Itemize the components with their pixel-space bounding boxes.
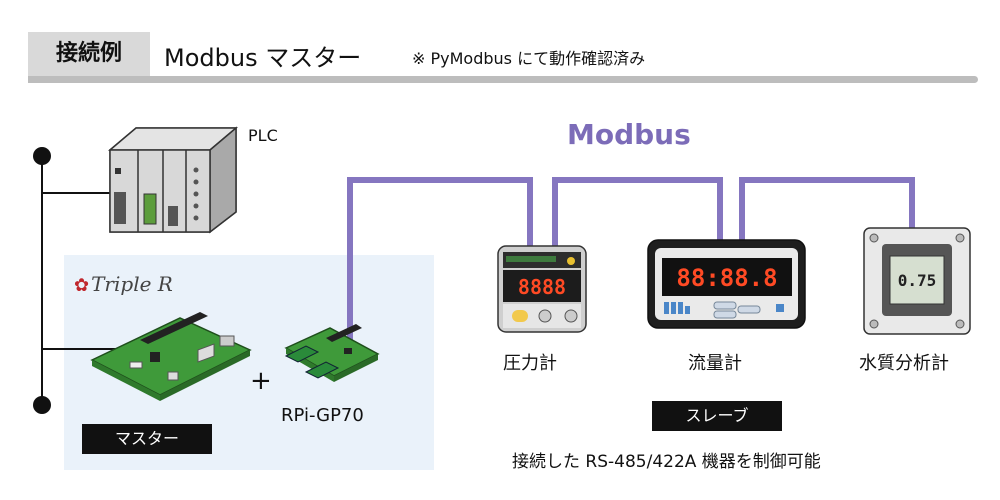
device-label-water-quality: 水質分析計 bbox=[859, 353, 949, 374]
caption: 接続した RS-485/422A 機器を制御可能 bbox=[512, 452, 821, 472]
svg-text:88:88.8: 88:88.8 bbox=[676, 264, 777, 292]
rpi-gp70-board-icon bbox=[284, 324, 380, 382]
header-note: ※ PyModbus にて動作確認済み bbox=[412, 49, 646, 68]
device-label-flow: 流量計 bbox=[688, 353, 742, 374]
interface-board-label: RPi-GP70 bbox=[281, 405, 364, 426]
water-quality-analyzer-icon: 0.75 bbox=[863, 227, 971, 335]
slave-badge: スレーブ bbox=[652, 401, 782, 431]
page-title: Modbus マスター bbox=[164, 44, 362, 72]
header-underline bbox=[28, 76, 978, 83]
brand-logo-text: Triple R bbox=[91, 272, 173, 296]
triple-r-logo: ✿Triple R bbox=[74, 272, 173, 296]
header-tag-label: 接続例 bbox=[55, 41, 122, 66]
pressure-gauge-icon: 8888 bbox=[497, 245, 587, 333]
device-label-pressure: 圧力計 bbox=[503, 353, 557, 374]
raspberry-pi-board-icon bbox=[90, 312, 252, 401]
flow-meter-icon: 88:88.8 bbox=[647, 239, 806, 329]
host-connection-bracket bbox=[33, 147, 120, 414]
bus-label: Modbus bbox=[567, 118, 691, 151]
master-badge: マスター bbox=[82, 424, 212, 454]
svg-text:8888: 8888 bbox=[518, 275, 566, 299]
header-tag: 接続例 bbox=[28, 32, 150, 76]
modbus-bus-line bbox=[347, 177, 915, 345]
plus-sign: + bbox=[250, 366, 272, 396]
raspberry-icon: ✿ bbox=[74, 275, 90, 296]
plc-unit-icon bbox=[107, 126, 239, 234]
svg-text:0.75: 0.75 bbox=[898, 271, 937, 290]
plc-label: PLC bbox=[248, 126, 278, 145]
